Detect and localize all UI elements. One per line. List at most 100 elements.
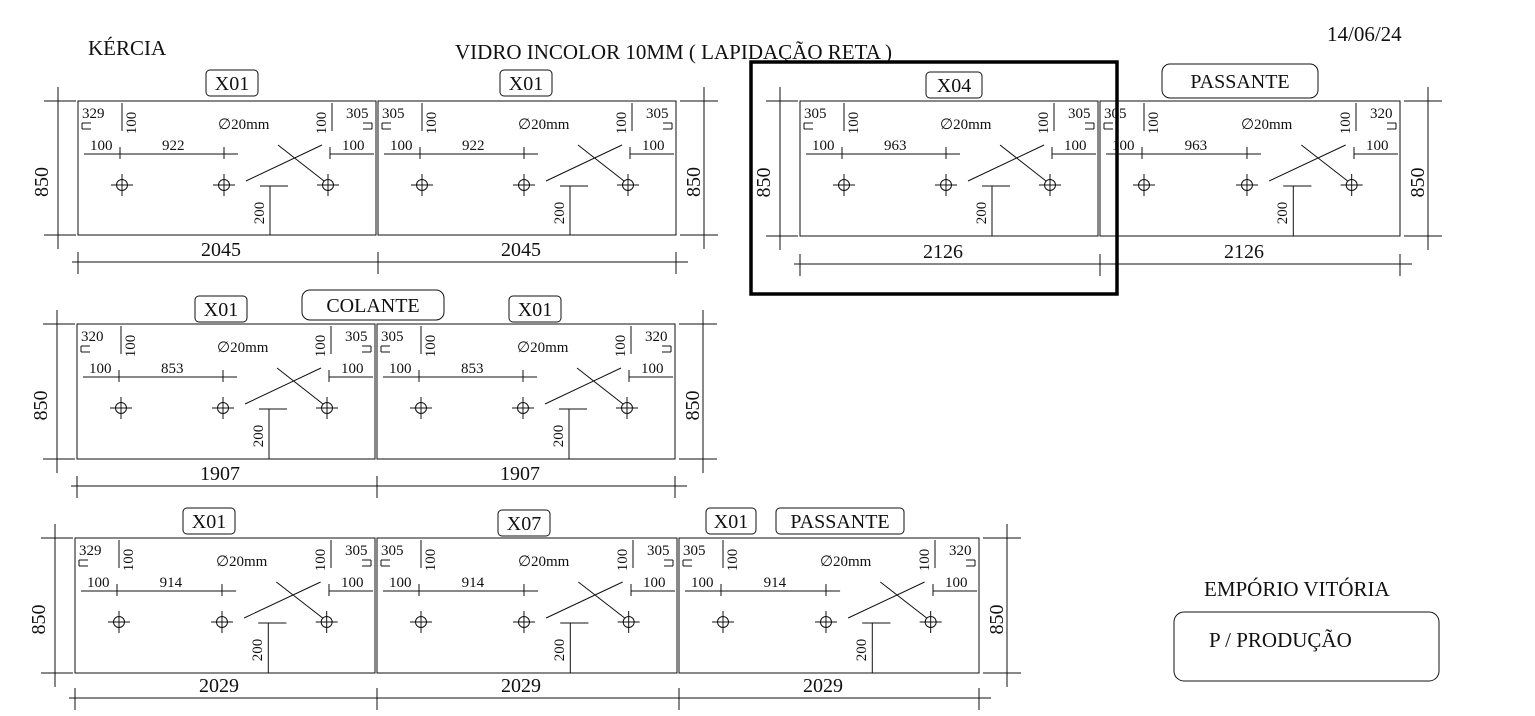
hole-diameter-label: ∅20mm (1241, 117, 1293, 133)
edge-100-label: 100 (1338, 112, 1354, 135)
height-label: 850 (682, 391, 704, 421)
drop-200-label: 200 (250, 639, 266, 662)
edge-100-label: 100 (342, 138, 365, 154)
hole-spacing-label: 922 (162, 138, 185, 154)
hole-diameter-label: ∅20mm (217, 340, 269, 356)
edge-100-label: 100 (89, 361, 112, 377)
left-offset-label: 305 (382, 106, 405, 122)
height-label: 850 (753, 168, 775, 198)
edge-100-label: 100 (313, 335, 329, 358)
edge-100-label: 100 (389, 361, 412, 377)
edge-100-label: 100 (423, 549, 439, 572)
panel-width-label: 2029 (803, 675, 843, 697)
hole-diameter-label: ∅20mm (216, 554, 268, 570)
glass-panel (1099, 100, 1401, 237)
tag-x01-c: X01 (204, 299, 238, 321)
edge-100-label: 100 (1366, 138, 1389, 154)
hole-spacing-label: 853 (161, 361, 184, 377)
cross-line (1268, 144, 1346, 182)
tag-box-x01-c (194, 295, 248, 323)
edge-100-label: 100 (812, 138, 835, 154)
tag-box-x01-d (508, 295, 562, 323)
edge-100-label: 100 (123, 335, 139, 358)
cross-line (544, 367, 622, 405)
right-offset-label: 305 (345, 329, 368, 345)
right-offset-label: 305 (345, 543, 368, 559)
edge-100-label: 100 (1146, 112, 1162, 135)
edge-100-label: 100 (313, 549, 329, 572)
cross-line (276, 367, 324, 405)
tag-box-x07 (497, 509, 551, 537)
drop-200-label: 200 (552, 639, 568, 662)
left-offset-label: 320 (81, 329, 104, 345)
tag-x01-e: X01 (192, 511, 226, 533)
tag-box-x01-f (705, 507, 757, 535)
edge-100-label: 100 (424, 112, 440, 135)
edge-100-label: 100 (614, 112, 630, 135)
glass-panel (77, 100, 377, 236)
hole-spacing-label: 963 (1185, 138, 1208, 154)
tag-x01-d: X01 (518, 299, 552, 321)
hole-diameter-label: ∅20mm (218, 117, 270, 133)
panel-width-label: 2045 (501, 239, 541, 261)
left-offset-label: 329 (79, 543, 102, 559)
right-offset-label: 320 (1370, 106, 1393, 122)
panel-width-label: 2045 (201, 239, 241, 261)
edge-100-label: 100 (423, 335, 439, 358)
drop-200-label: 200 (854, 639, 870, 662)
note-box-colante (301, 289, 445, 321)
height-label: 850 (28, 605, 50, 635)
height-label: 850 (31, 167, 53, 197)
stamp-label: P / PRODUÇÃO (1209, 628, 1352, 652)
hole-diameter-label: ∅20mm (940, 117, 992, 133)
edge-100-label: 100 (1036, 112, 1052, 135)
glass-panel (76, 323, 376, 460)
tag-box-x01-e (182, 507, 236, 535)
cross-line (576, 367, 624, 405)
cross-line (276, 581, 323, 619)
drop-200-label: 200 (1275, 202, 1291, 225)
edge-100-label: 100 (341, 575, 364, 591)
edge-100-label: 100 (390, 138, 413, 154)
cross-line (545, 144, 623, 182)
tag-box-x01-b (499, 69, 553, 97)
hole-spacing-label: 914 (160, 575, 183, 591)
glass-panel (377, 100, 677, 236)
tag-x01-a: X01 (215, 73, 249, 95)
client-name: KÉRCIA (88, 36, 167, 60)
drop-200-label: 200 (974, 202, 990, 225)
left-offset-label: 305 (804, 106, 827, 122)
right-offset-label: 320 (645, 329, 668, 345)
glass-panel (376, 323, 676, 460)
glass-panel (678, 537, 980, 674)
height-label: 850 (30, 391, 52, 421)
note-passante-2: PASSANTE (790, 511, 889, 533)
tag-x01-b: X01 (509, 73, 543, 95)
hole-spacing-label: 914 (462, 575, 485, 591)
highlight-frame (749, 60, 1119, 296)
panel-width-label: 2126 (1224, 241, 1264, 263)
hole-diameter-label: ∅20mm (517, 340, 569, 356)
edge-100-label: 100 (725, 549, 741, 572)
drop-200-label: 200 (251, 425, 267, 448)
edge-100-label: 100 (641, 361, 664, 377)
edge-100-label: 100 (1064, 138, 1087, 154)
tag-x01-f: X01 (714, 511, 748, 533)
left-offset-label: 329 (82, 106, 105, 122)
note-box-passante-1 (1161, 63, 1319, 99)
drawing-date: 14/06/24 (1327, 22, 1402, 46)
edge-100-label: 100 (642, 138, 665, 154)
right-offset-label: 305 (647, 543, 670, 559)
edge-100-label: 100 (124, 112, 140, 135)
hole-spacing-label: 853 (461, 361, 484, 377)
hole-spacing-label: 914 (764, 575, 787, 591)
hole-diameter-label: ∅20mm (820, 554, 872, 570)
cross-line (577, 144, 625, 182)
left-offset-label: 305 (381, 329, 404, 345)
cross-line (999, 144, 1047, 182)
note-passante-1: PASSANTE (1190, 71, 1289, 93)
panel-width-label: 1907 (200, 463, 240, 485)
tag-x04: X04 (937, 75, 971, 97)
cross-line (245, 144, 323, 182)
height-label: 850 (1407, 168, 1429, 198)
